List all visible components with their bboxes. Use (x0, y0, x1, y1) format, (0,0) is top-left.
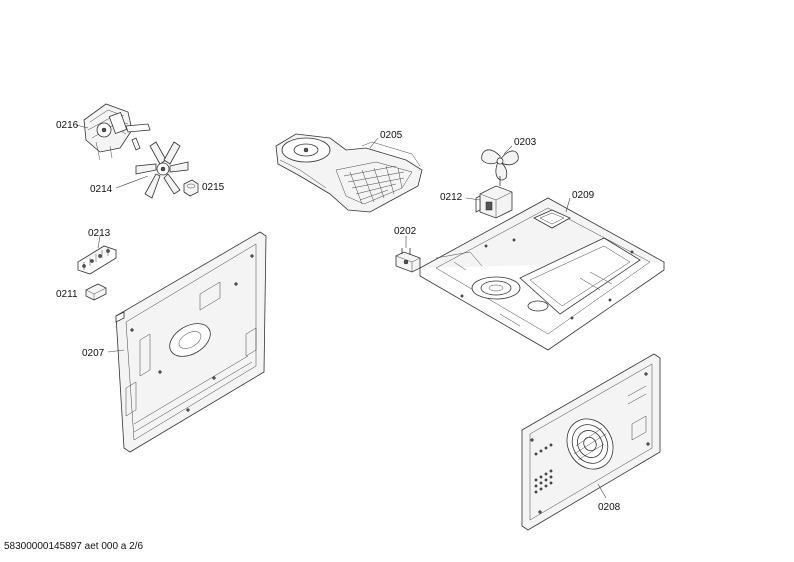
part-0202-switch (395, 248, 421, 273)
label-0216: 0216 (56, 120, 79, 131)
part-0216-fan-motor (83, 103, 151, 161)
part-0208-back-panel (521, 353, 661, 531)
leader-0203 (503, 145, 513, 155)
part-0213-terminal-block (77, 245, 117, 275)
label-0212: 0212 (440, 192, 463, 203)
part-0207-rear-panel (115, 231, 267, 453)
part-0203-cooling-fan-blade (481, 149, 519, 181)
label-0202: 0202 (394, 226, 417, 237)
leader-0205 (369, 137, 379, 149)
label-0211: 0211 (56, 289, 78, 300)
part-0211-clip (85, 283, 107, 301)
label-0215: 0215 (202, 182, 225, 193)
label-0208: 0208 (598, 502, 621, 513)
label-0207: 0207 (82, 348, 105, 359)
part-0214-fan-blade (135, 141, 189, 199)
part-0209-top-panel (419, 197, 665, 351)
label-0213: 0213 (88, 228, 111, 239)
label-0209: 0209 (572, 190, 595, 201)
label-0214: 0214 (90, 184, 113, 195)
leader-0214 (115, 175, 149, 189)
part-0205-fan-duct (275, 133, 423, 213)
label-0203: 0203 (514, 137, 537, 148)
part-0215-nut (183, 179, 199, 197)
leader-0208 (597, 483, 607, 499)
vent-dots (534, 443, 553, 494)
leader-0212 (465, 197, 481, 201)
label-0205: 0205 (380, 130, 403, 141)
document-id-footer: 58300000145897 aet 000 a 2/6 (4, 541, 144, 552)
leader-0207 (107, 349, 125, 353)
part-0212-cooling-fan-motor (475, 176, 513, 219)
leader-0209 (565, 197, 571, 213)
leader-0213 (97, 235, 101, 249)
leader-0216 (75, 124, 89, 129)
